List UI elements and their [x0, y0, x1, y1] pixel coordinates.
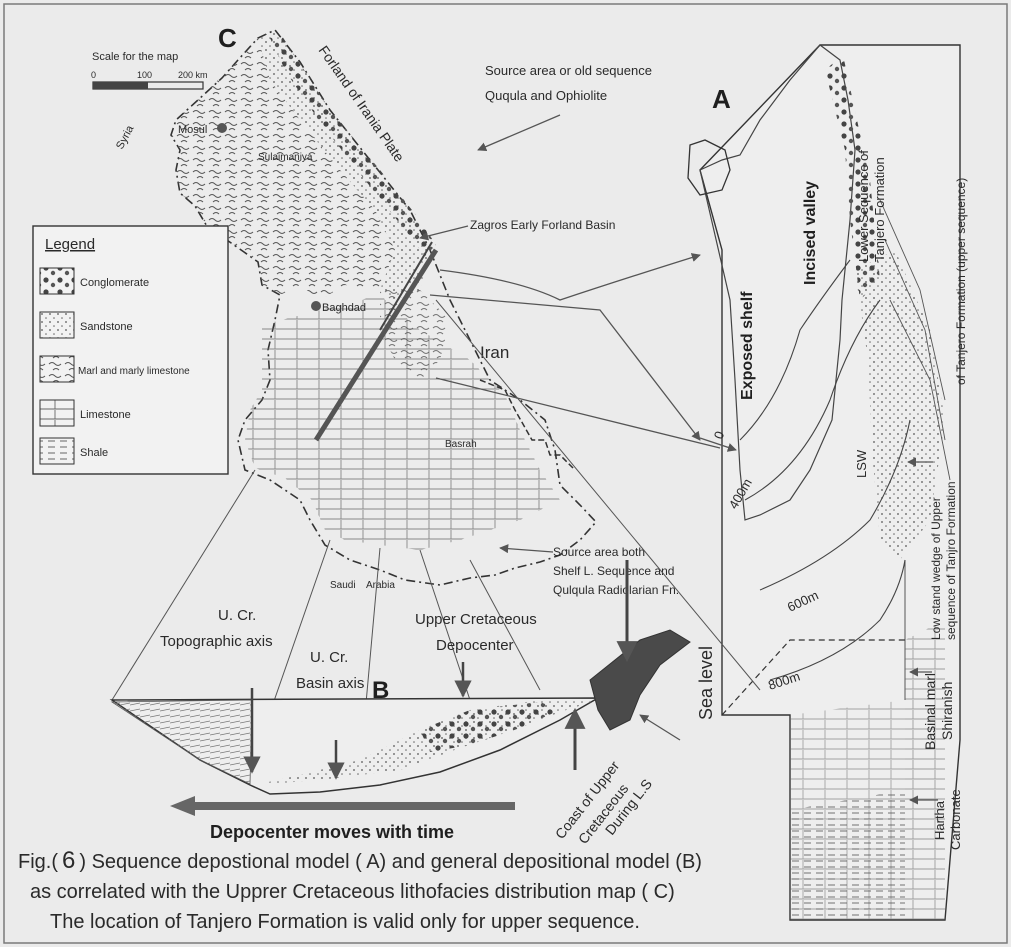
figure-caption: Fig.(6) Sequence depostional model ( A) …: [18, 847, 702, 933]
iran-label: Iran: [480, 343, 509, 362]
source-both-line2: Shelf L. Sequence and: [553, 564, 674, 578]
arabia-label: Arabia: [366, 580, 395, 591]
projection-line-1: [112, 470, 255, 700]
source-both-line1: Source area both: [553, 545, 645, 559]
source-old-line2: Ququla and Ophiolite: [485, 88, 607, 103]
hartha-line2: Carbonate: [948, 789, 963, 850]
source-old-line1: Source area or old sequence: [485, 63, 652, 78]
depocenter-line1: Upper Cretaceous: [415, 611, 537, 628]
lowstand-line2: sequence of Tanjro Formation: [944, 481, 958, 640]
basin-axis-line2: Basin axis: [296, 675, 364, 692]
block-right-face: [905, 620, 945, 920]
source-old-arrow: [478, 115, 560, 150]
scale-title: Scale for the map: [92, 51, 178, 63]
panel-c-letter: C: [218, 23, 237, 53]
legend-label-shale: Shale: [80, 447, 108, 459]
caption-line2: as correlated with the Upprer Cretaceous…: [30, 881, 675, 903]
lower-seq-line2: Tanjero Formation: [872, 157, 887, 262]
topo-axis-line2: Topographic axis: [160, 633, 273, 650]
mosul-marker: [217, 123, 227, 133]
caption-number: 6: [62, 847, 75, 874]
syria-label: Syria: [114, 123, 137, 152]
legend-box: Legend Conglomerate Sandstone Marl and m…: [33, 226, 228, 474]
legend-swatch-conglomerate: [40, 268, 74, 294]
depocenter-moves-label: Depocenter moves with time: [210, 822, 454, 842]
legend-swatch-limestone: [40, 400, 74, 426]
legend-label-sandstone: Sandstone: [80, 321, 133, 333]
basrah-label: Basrah: [445, 439, 477, 450]
coast-arrow: [640, 715, 680, 740]
incised-valley-label: Incised valley: [802, 181, 819, 285]
hartha-line1: Hartha: [932, 800, 947, 840]
lsw-label: LSW: [854, 449, 869, 478]
scale-tick-200: 200 km: [178, 70, 208, 80]
basin-left-wedge: [112, 700, 252, 784]
basinal-line2: Shiranish: [939, 682, 955, 740]
legend-label-conglomerate: Conglomerate: [80, 277, 149, 289]
topo-axis-line1: U. Cr.: [218, 607, 256, 624]
scale-bar-fill: [93, 82, 148, 89]
source-both-line3: Qulqula Radiolarian Fn.: [553, 583, 679, 597]
saudi-label: Saudi: [330, 580, 356, 591]
sulaimaniya-label: Sulaimaniya: [258, 152, 313, 163]
connector-arrow-1: [440, 255, 700, 300]
sea-level-label: Sea level: [696, 646, 716, 720]
mosul-label: Mosul: [178, 124, 207, 136]
depocenter-line2: Depocenter: [436, 637, 514, 654]
legend-label-marl: Marl and marly limestone: [78, 366, 190, 377]
basinal-line1: Basinal marl: [922, 673, 938, 750]
legend-swatch-shale: [40, 438, 74, 464]
legend-swatch-sandstone: [40, 312, 74, 338]
sequence-model-a: A 0 400m 600m 800m Sea level E: [688, 45, 968, 920]
lower-seq-line1: Lower Sequence of: [856, 150, 871, 262]
depocenter-moves-arrow: [170, 796, 515, 816]
legend-frame: [33, 226, 228, 474]
zagros-label: Zagros Early Forland Basin: [470, 218, 615, 232]
caption-line1-pre: Fig.(: [18, 851, 58, 873]
caption-line3: The location of Tanjero Formation is val…: [50, 911, 640, 933]
baghdad-label: Baghdad: [322, 302, 366, 314]
caption-line1-post: ) Sequence depostional model ( A) and ge…: [79, 851, 702, 873]
scale-tick-100: 100: [137, 70, 152, 80]
tanjero-upper-label: of Tanjero Formation (upper sequence): [954, 178, 968, 385]
legend-label-limestone: Limestone: [80, 409, 131, 421]
panel-a-letter: A: [712, 84, 731, 114]
baghdad-marker: [311, 301, 321, 311]
exposed-shelf-label: Exposed shelf: [739, 291, 756, 400]
legend-title: Legend: [45, 236, 95, 253]
legend-swatch-marl: [40, 356, 74, 382]
basin-axis-line1: U. Cr.: [310, 649, 348, 666]
caption-line1: Fig.(6) Sequence depostional model ( A) …: [18, 847, 702, 874]
lowstand-line1: Low stand wedge of Upper: [929, 497, 943, 640]
block-hartha-carbonate: [790, 790, 905, 920]
scale-tick-0: 0: [91, 70, 96, 80]
